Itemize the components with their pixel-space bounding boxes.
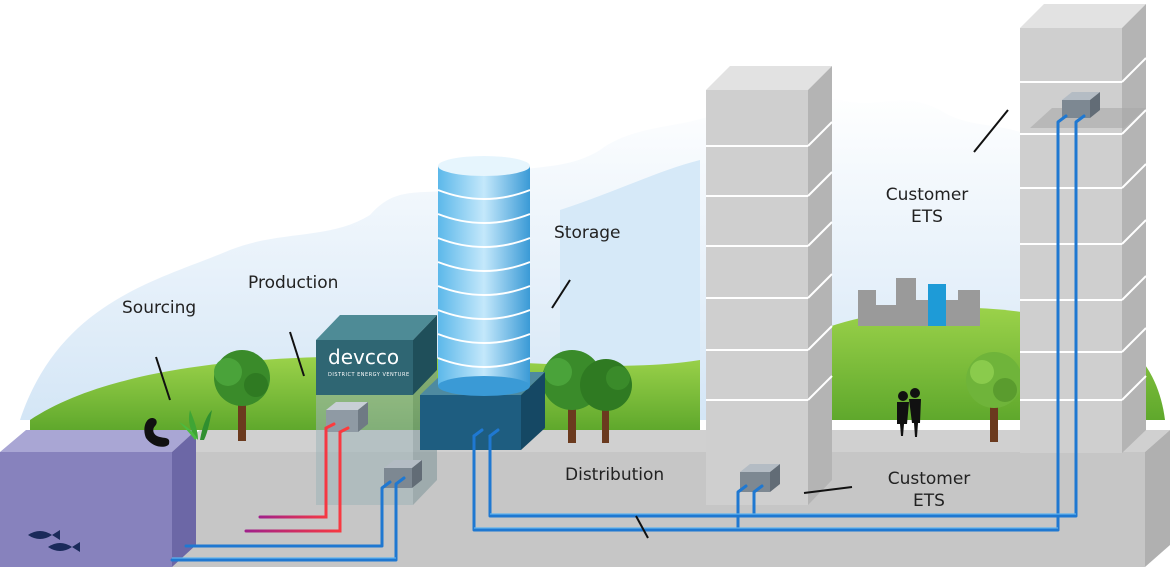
devcco-logo: devcco DISTRICT ENERGY VENTURE: [328, 345, 410, 378]
storage-tank: [437, 156, 531, 396]
customer-mid-leader: [803, 486, 853, 494]
tree-left: [214, 350, 270, 441]
leader-lines: [155, 109, 1009, 539]
people-icon: [897, 388, 921, 437]
customer-top-leader: [973, 109, 1009, 153]
production-leader: [289, 331, 305, 377]
hot-pipes: [244, 422, 350, 533]
storage-leader: [551, 279, 571, 309]
label-storage: Storage: [554, 223, 621, 243]
sourcing-leader: [155, 356, 171, 401]
distribution-leader: [635, 515, 649, 539]
logo-text: devcco: [328, 345, 399, 369]
cold-pipes: [170, 114, 1086, 562]
label-sourcing: Sourcing: [122, 298, 197, 318]
tree-right: [966, 352, 1022, 442]
label-customer-ets-top: Customer ETS: [882, 184, 972, 228]
label-customer-mid-line1: Customer: [887, 469, 971, 489]
label-customer-mid-line2: ETS: [913, 491, 945, 511]
label-customer-top-line1: Customer: [885, 185, 969, 205]
label-customer-ets-mid: Customer ETS: [884, 468, 974, 512]
tree-mid-2: [580, 359, 632, 443]
water-body: [0, 430, 196, 567]
ets-unit-top: [1062, 92, 1100, 118]
building-middle: [706, 66, 833, 505]
building-right: [1020, 4, 1147, 453]
label-customer-top-line2: ETS: [911, 207, 943, 227]
label-distribution: Distribution: [565, 465, 665, 485]
ets-unit-production: [326, 402, 368, 432]
logo-tagline: DISTRICT ENERGY VENTURE: [328, 372, 410, 378]
reeds-icon: [179, 410, 212, 440]
label-production: Production: [248, 273, 339, 293]
cold-pipes-highlight: [172, 513, 1076, 559]
swan-icon: [144, 418, 170, 447]
city-skyline: [858, 278, 980, 326]
